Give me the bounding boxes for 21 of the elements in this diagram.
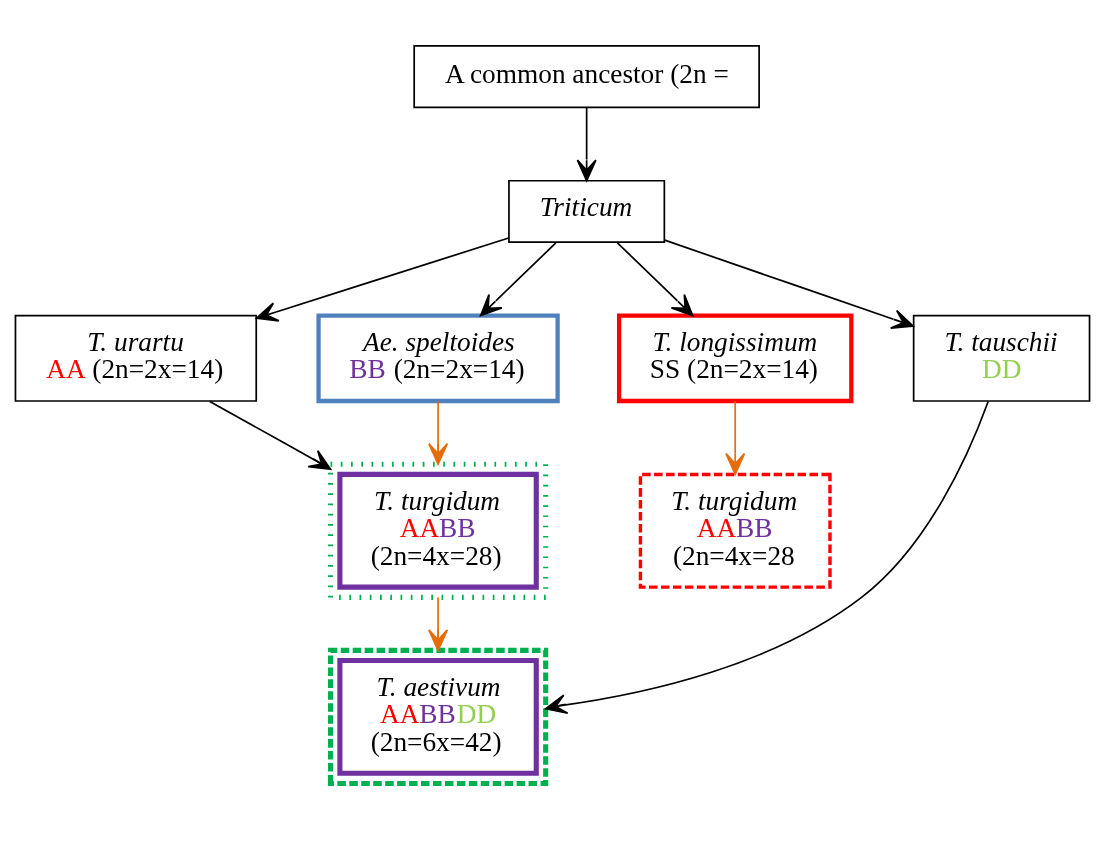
node-box: T. turgidum AABB (2n=4x=28) bbox=[337, 471, 539, 590]
arrow bbox=[544, 400, 990, 715]
arrow bbox=[208, 400, 332, 471]
arrow bbox=[479, 242, 557, 317]
arrow bbox=[663, 239, 914, 329]
node-box: Ae. speltoides BB (2n=2x=14) bbox=[316, 313, 560, 404]
arrow bbox=[428, 596, 449, 652]
node-box: T. longissimum SS (2n=2x=14) bbox=[616, 313, 854, 404]
node-box: T. urartu AA (2n=2x=14) bbox=[14, 314, 258, 402]
cluster bbox=[327, 461, 549, 600]
node-box: A common ancestor (2n = bbox=[413, 44, 760, 109]
node-box: T. tauschii DD bbox=[912, 314, 1091, 402]
arrow bbox=[428, 400, 449, 466]
node-box: T. turgidum AABB (2n=4x=28 bbox=[638, 472, 832, 589]
arrow bbox=[576, 106, 597, 182]
arrow bbox=[725, 400, 746, 475]
cluster bbox=[327, 647, 549, 787]
arrow bbox=[616, 242, 694, 317]
arrow bbox=[255, 237, 510, 322]
node-box: Triticum bbox=[508, 179, 666, 244]
node-box: T. aestivum AABBDD (2n=6x=42) bbox=[337, 658, 539, 776]
